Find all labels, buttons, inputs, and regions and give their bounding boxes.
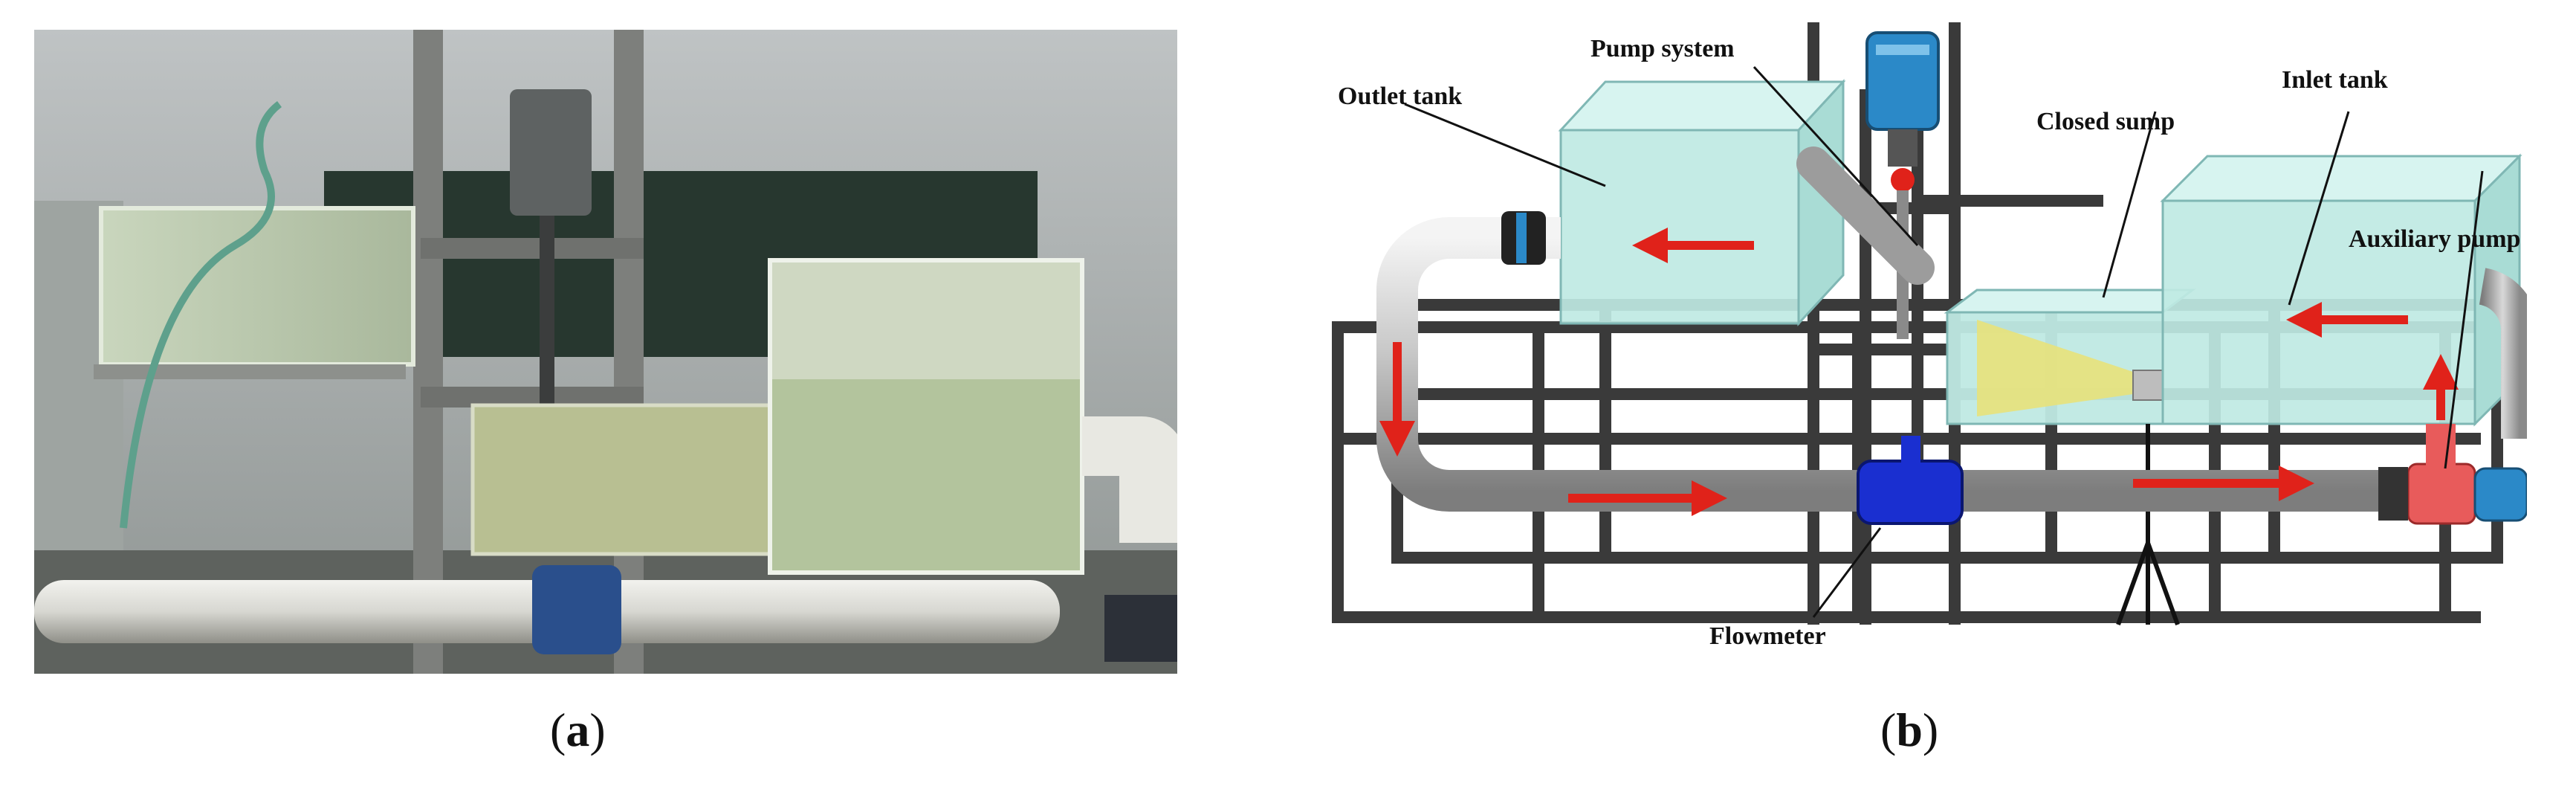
auxiliary-pump [2378, 424, 2527, 525]
outlet-tank [1558, 79, 1846, 326]
sump-intake-cone [1977, 320, 2133, 416]
schematic-diagram: Outlet tank Pump system Inlet tank Close… [1332, 22, 2527, 650]
pump-motor [1865, 31, 1940, 339]
photo-frame-post [413, 30, 443, 674]
photo-pump-shaft [540, 216, 554, 461]
label-auxiliary-pump: Auxiliary pump [2349, 225, 2520, 253]
caption-b: (b) [1880, 703, 1939, 756]
label-leaders [1404, 65, 2484, 618]
camera-tripod [2116, 424, 2180, 626]
label-pump-system: Pump system [1590, 35, 1735, 62]
photo-frame-post [614, 30, 644, 674]
flowmeter [1857, 436, 1964, 525]
photo-outlet-tank [99, 206, 415, 367]
label-inlet-tank: Inlet tank [2282, 66, 2388, 94]
photo-closed-sump [470, 403, 787, 556]
photo-outlet-shelf [94, 364, 406, 379]
photo-right-elbow [1082, 416, 1177, 543]
photo-aux-pump [1104, 595, 1177, 662]
inlet-tank [2160, 153, 2522, 427]
photo-experimental-rig [34, 30, 1177, 674]
caption-a: (a) [550, 703, 606, 756]
photo-inlet-tank-water [772, 379, 1080, 570]
pump-discharge-pipe [1796, 146, 1935, 285]
photo-pump-motor [510, 89, 592, 216]
flow-arrows [1379, 228, 2459, 516]
label-closed-sump: Closed sump [2036, 108, 2175, 135]
outlet-valve-band [1516, 213, 1527, 263]
closed-sump [1944, 289, 2196, 425]
label-outlet-tank: Outlet tank [1338, 83, 1462, 110]
photo-frame-beam [421, 238, 644, 259]
photo-flowmeter [532, 565, 621, 654]
label-flowmeter: Flowmeter [1709, 622, 1826, 650]
photo-hose [120, 101, 282, 529]
